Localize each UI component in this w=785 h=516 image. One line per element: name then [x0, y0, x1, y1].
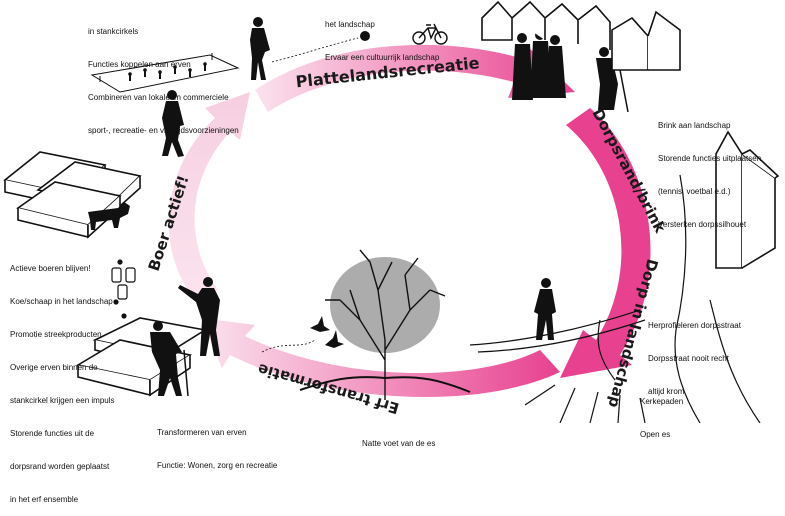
village-houses: [481, 0, 681, 71]
note-line: Promotie streekproducten: [10, 330, 102, 339]
note-right-top: Brink aan landschap Storende functies ui…: [658, 98, 761, 241]
note-line: Transformeren van erven: [157, 428, 247, 437]
note-line: Ervaar een cultuurrijk landschap: [325, 53, 440, 62]
cycle-arrow-bottom: [200, 318, 560, 398]
note-line: stankcirkel krijgen een impuls: [10, 396, 115, 405]
note-top-left: in stankcirkels Functies koppelen aan er…: [88, 4, 239, 147]
note-line: sport-, recreatie- en vrijetijdsvoorzien…: [88, 126, 239, 135]
note-line: altijd krom: [648, 387, 685, 396]
village-streets: [469, 174, 761, 423]
note-line: in het erf ensemble: [10, 495, 79, 504]
cow-icon: [88, 202, 130, 230]
church-tower: [715, 130, 780, 269]
note-line: Functie: Wonen, zorg en recreatie: [157, 461, 278, 470]
tree-icon: [299, 249, 471, 400]
sports-players: [128, 62, 207, 81]
note-line: Brink aan landschap: [658, 121, 731, 130]
bicycle-icon: [412, 23, 448, 45]
note-line: dorpsrand worden geplaatst: [10, 462, 110, 471]
ball-icon: [360, 31, 370, 41]
note-line: (tennis, voetbal e.d.): [658, 187, 731, 196]
cycle-arrow-left: [168, 92, 250, 300]
sports-field: [90, 53, 240, 93]
note-line: Herprofieleren dorpsstraat: [648, 321, 741, 330]
note-right-bottom: Kerkepaden Open es: [640, 374, 683, 451]
jar-icon: [111, 259, 136, 319]
cycle-arrow-top: [255, 44, 575, 112]
note-line: Open es: [640, 430, 671, 439]
note-line: Kerkepaden: [640, 397, 684, 406]
ball-trail: [271, 37, 359, 63]
note-line: Functies koppelen aan erven: [88, 60, 191, 69]
bird-trail: [261, 339, 316, 353]
note-line: Actieve boeren blijven!: [10, 264, 91, 273]
note-line: Dorpsstraat nooit recht: [648, 354, 729, 363]
note-bottom-center: Transformeren van erven Functie: Wonen, …: [157, 405, 277, 482]
bird-icon: [310, 316, 344, 348]
note-line: Versterken dorpssilhouet: [658, 220, 747, 229]
note-line: Storende functies uitplaatsen: [658, 154, 762, 163]
farm-buildings-top: [3, 151, 142, 239]
note-right-middle: Herprofieleren dorpsstraat Dorpsstraat n…: [648, 298, 741, 408]
note-top-center: het landschap Ervaar een cultuurrijk lan…: [325, 0, 439, 74]
note-line: Combineren van lokale en commerciele: [88, 93, 229, 102]
cycle-diagram: Plattelandsrecreatie Dorpsrand/brink Dor…: [3, 0, 780, 423]
note-left-middle: Actieve boeren blijven! Koe/schaap in he…: [10, 241, 115, 516]
note-line: Koe/schaap in het landschap: [10, 297, 113, 306]
cane-woman: [619, 69, 629, 113]
note-line: Overige erven binnen de: [10, 363, 98, 372]
note-line: in stankcirkels: [88, 27, 139, 36]
note-line: het landschap: [325, 20, 375, 29]
note-line: Natte voet van de es: [362, 439, 436, 448]
note-line: Storende functies uit de: [10, 429, 95, 438]
person-silhouettes: [150, 17, 618, 396]
cycle-arrow-right: [560, 108, 651, 378]
cane: [183, 349, 189, 397]
tree-crown: [330, 257, 440, 353]
